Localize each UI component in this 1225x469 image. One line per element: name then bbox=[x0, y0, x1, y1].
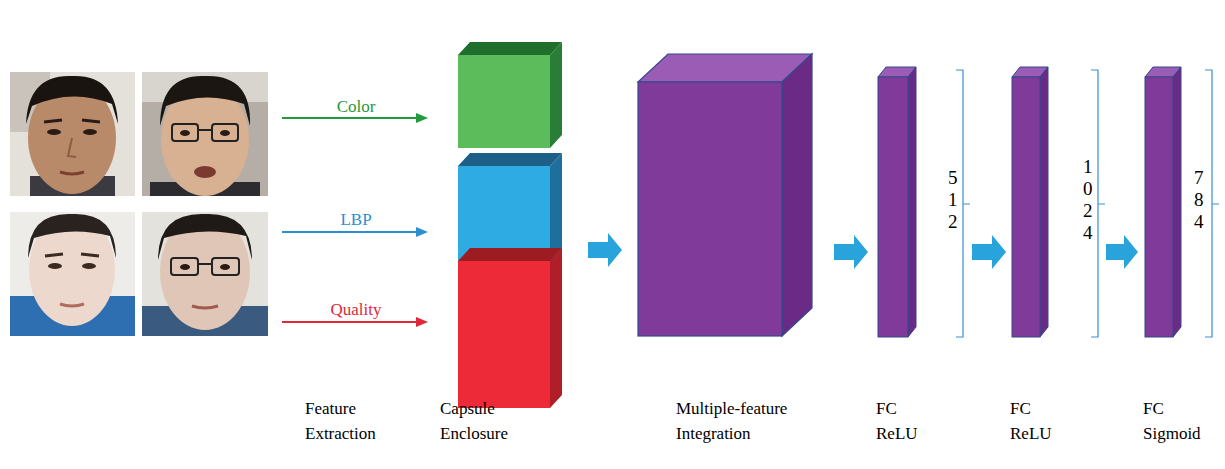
art-shape bbox=[47, 129, 61, 135]
capsule-block bbox=[458, 42, 562, 148]
layer-size: 512 bbox=[948, 167, 959, 233]
layer-size: 1024 bbox=[1083, 156, 1094, 244]
art-shape bbox=[194, 166, 216, 178]
art-shape bbox=[29, 214, 115, 326]
fc-bar bbox=[1145, 67, 1181, 337]
art-shape bbox=[198, 129, 212, 131]
arrow-line bbox=[282, 231, 418, 233]
stage-caption: FC Sigmoid bbox=[1143, 396, 1213, 446]
size-bracket bbox=[1205, 70, 1219, 337]
art-shape bbox=[198, 263, 212, 265]
art-shape bbox=[82, 263, 96, 269]
art-shape bbox=[10, 72, 135, 196]
art-shape bbox=[160, 76, 250, 126]
block-front bbox=[458, 55, 550, 148]
art-shape bbox=[68, 138, 76, 157]
fc-bar bbox=[878, 67, 916, 337]
art-shape bbox=[220, 130, 230, 136]
face-photo bbox=[10, 72, 135, 196]
stage-caption: FC ReLU bbox=[1010, 396, 1062, 446]
block-front bbox=[458, 166, 550, 262]
art-shape bbox=[60, 172, 84, 174]
art-shape bbox=[158, 214, 252, 260]
art-shape bbox=[220, 264, 230, 270]
flow-arrow bbox=[834, 235, 868, 269]
block-side bbox=[782, 54, 812, 336]
block-side bbox=[550, 248, 562, 408]
layer-size: 784 bbox=[1194, 167, 1205, 233]
arrow-head bbox=[416, 227, 428, 237]
art-shape bbox=[28, 214, 116, 258]
art-shape bbox=[48, 263, 62, 269]
block-top bbox=[458, 42, 562, 55]
stage-caption: FC ReLU bbox=[876, 396, 928, 446]
flow-arrow bbox=[1106, 235, 1138, 269]
art-shape bbox=[83, 129, 97, 135]
block-top bbox=[458, 153, 562, 166]
stage-caption: Capsule Enclosure bbox=[440, 396, 535, 446]
flow-arrow bbox=[588, 233, 622, 267]
art-shape bbox=[212, 258, 239, 275]
block-front bbox=[878, 77, 908, 337]
feature-name: Color bbox=[296, 97, 416, 117]
arrow-line bbox=[282, 321, 418, 323]
block-top bbox=[458, 248, 562, 261]
feature-arrow bbox=[282, 113, 428, 327]
art-shape bbox=[45, 254, 99, 256]
capsule-block bbox=[458, 248, 562, 408]
face-photo bbox=[142, 212, 268, 336]
art-shape bbox=[180, 264, 190, 270]
art-shape bbox=[212, 124, 238, 141]
fc-bar bbox=[1012, 67, 1048, 337]
block-front bbox=[1145, 77, 1173, 337]
capsule-block bbox=[458, 153, 562, 262]
feature-name: LBP bbox=[296, 210, 416, 230]
art-shape bbox=[192, 306, 218, 308]
face-photo bbox=[142, 72, 268, 196]
block-side bbox=[1040, 67, 1048, 337]
art-shape bbox=[60, 304, 84, 306]
art-shape bbox=[171, 258, 198, 275]
arrow-head bbox=[416, 113, 428, 123]
arrow-line bbox=[282, 117, 418, 119]
block-side bbox=[550, 42, 562, 148]
art-shape bbox=[26, 76, 118, 124]
art-shape bbox=[172, 124, 198, 141]
block-side bbox=[1173, 67, 1181, 337]
stage-caption: Multiple-feature Integration bbox=[676, 396, 826, 446]
art-shape bbox=[10, 212, 135, 336]
arrow-head bbox=[416, 317, 428, 327]
art-shape bbox=[142, 72, 268, 196]
size-bracket bbox=[956, 70, 970, 337]
art-shape bbox=[142, 212, 268, 336]
integration-block bbox=[638, 54, 812, 336]
art-shape bbox=[180, 130, 190, 136]
size-bracket bbox=[1091, 70, 1105, 337]
block-front bbox=[1012, 77, 1040, 337]
block-front bbox=[458, 261, 550, 408]
art-shape bbox=[44, 120, 100, 122]
face-photo bbox=[10, 212, 135, 336]
block-side bbox=[550, 153, 562, 262]
feature-name: Quality bbox=[296, 300, 416, 320]
block-front bbox=[638, 82, 782, 336]
block-side bbox=[908, 67, 916, 337]
stage-caption: Feature Extraction bbox=[305, 396, 405, 446]
flow-arrow bbox=[972, 235, 1006, 269]
